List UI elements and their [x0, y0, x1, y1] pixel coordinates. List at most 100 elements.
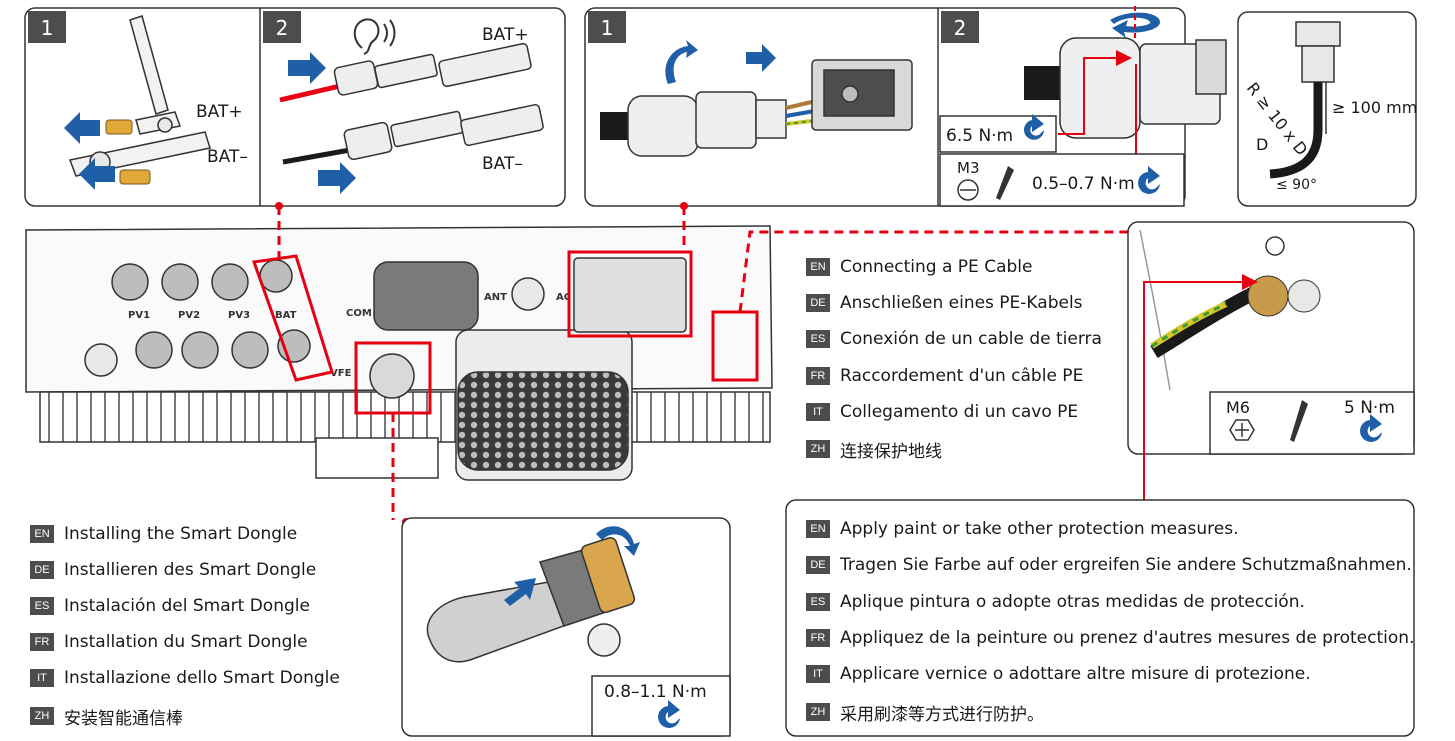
- title-text: Installazione dello Smart Dongle: [64, 668, 340, 688]
- title-text: Collegamento di un cavo PE: [840, 402, 1079, 422]
- ant-label: ANT: [484, 292, 507, 303]
- pe-cable-panel: 1 2 6.5 N·m: [584, 6, 1227, 207]
- bat-plus-connector: [333, 42, 532, 96]
- list-item: DE Anschließen eines PE-Kabels: [806, 290, 1083, 316]
- note-text: 采用刷漆等方式进行防护。: [840, 704, 1044, 725]
- title-text: Installing the Smart Dongle: [64, 524, 298, 544]
- red-cable: [279, 83, 341, 103]
- dongle-torque-label: 0.8–1.1 N·m: [604, 682, 707, 702]
- dongle-panel: 0.8–1.1 N·m: [401, 517, 731, 737]
- lang-code: DE: [806, 294, 830, 312]
- lang-code: DE: [806, 556, 830, 574]
- screwdriver-icon: [996, 166, 1014, 200]
- note-text: Appliquez de la peinture ou prenez d'aut…: [840, 628, 1415, 648]
- lang-code: ES: [30, 597, 54, 615]
- arrow-left-icon: [79, 158, 115, 190]
- title-text: 安装智能通信棒: [64, 708, 183, 729]
- rotate-arrow-icon: [665, 40, 698, 84]
- clockwise-arrow-icon: [658, 700, 680, 728]
- step-number: 1: [601, 16, 614, 40]
- bat-plus-label: BAT+: [482, 25, 529, 45]
- connector-pin-gold: [105, 119, 133, 135]
- note-text: Apply paint or take other protection mea…: [840, 519, 1239, 539]
- pv2-label: PV2: [178, 310, 200, 321]
- bat-minus-label: BAT–: [482, 154, 523, 174]
- protection-notes-panel: [785, 499, 1415, 737]
- bat-label: BAT: [275, 310, 297, 321]
- callout-line: [1143, 274, 1258, 500]
- list-item: IT Installazione dello Smart Dongle: [30, 665, 340, 691]
- arrow-right-icon: [746, 44, 776, 72]
- title-text: Anschließen eines PE-Kabels: [840, 293, 1083, 313]
- ground-bolt-panel: M6 5 N·m: [1127, 221, 1415, 500]
- title-text: Conexión de un cable de tierra: [840, 329, 1102, 349]
- screw-size-label: M3: [957, 159, 980, 177]
- ground-bolt-head: [1287, 279, 1321, 313]
- dongle-port: [369, 353, 415, 399]
- note-text: Aplique pintura o adopte otras medidas d…: [840, 592, 1305, 612]
- list-item: FR Installation du Smart Dongle: [30, 629, 308, 655]
- step-badge-1: [28, 11, 66, 43]
- lock-nut: [587, 623, 621, 657]
- phillips-bolt-icon: [1229, 419, 1255, 441]
- fan-grille: [457, 371, 629, 471]
- step-number: 2: [954, 16, 967, 40]
- bat-minus-label: BAT–: [207, 147, 248, 167]
- clockwise-arrow-icon: [1138, 166, 1160, 194]
- title-text: Installieren des Smart Dongle: [64, 560, 317, 580]
- clockwise-arrow-icon: [1360, 414, 1382, 442]
- lang-code: ES: [806, 593, 830, 611]
- lang-code: DE: [30, 561, 54, 579]
- title-text: 连接保护地线: [840, 441, 942, 462]
- lang-code: EN: [30, 525, 54, 543]
- lang-code: ES: [806, 330, 830, 348]
- bend-length-label: ≥ 100 mm: [1332, 98, 1417, 117]
- bat-port-highlight: [251, 254, 334, 382]
- screwdriver-icon: [1290, 400, 1308, 442]
- pe-point-highlight: [711, 310, 759, 382]
- black-cable: [282, 147, 351, 165]
- title-text: Installation du Smart Dongle: [64, 632, 308, 652]
- ear-click-icon: [353, 18, 396, 55]
- lang-code: ZH: [30, 707, 54, 725]
- lang-code: IT: [806, 665, 830, 683]
- ac-label: AC: [556, 292, 571, 303]
- com-port: [373, 261, 479, 331]
- arrow-up-right-icon: [504, 578, 536, 606]
- dashed-leader-lines: [277, 206, 1132, 520]
- torque-box-dongle: [591, 675, 731, 737]
- connector-pin-gold: [119, 169, 151, 185]
- title-text: Instalación del Smart Dongle: [64, 596, 310, 616]
- inverter-body: [25, 225, 773, 481]
- list-item: ES Instalación del Smart Dongle: [30, 593, 310, 619]
- pv-ports: [111, 263, 269, 369]
- nut-torque-label: 6.5 N·m: [946, 126, 1013, 146]
- bend-angle-label: ≤ 90°: [1276, 177, 1317, 193]
- list-item: DE Tragen Sie Farbe auf oder ergreifen Si…: [806, 552, 1412, 578]
- callout-line: [1058, 50, 1132, 135]
- step-number: 1: [41, 16, 54, 40]
- list-item: ES Aplique pintura o adopte otras medidas…: [806, 589, 1305, 615]
- step-badge-2: [941, 11, 979, 43]
- lang-code: IT: [30, 669, 54, 687]
- step-number: 2: [276, 16, 289, 40]
- cable-gland: [627, 91, 787, 157]
- arrow-right-icon: [288, 52, 326, 84]
- screw-torque-label: 0.5–0.7 N·m: [1032, 174, 1135, 194]
- title-text: Raccordement d'un câble PE: [840, 366, 1084, 386]
- lang-code: FR: [30, 633, 54, 651]
- bend-radius-panel: R ≥ 10 x D ≥ 100 mm D ≤ 90°: [1237, 11, 1417, 207]
- bent-cable: [1269, 82, 1323, 179]
- note-text: Tragen Sie Farbe auf oder ergreifen Sie …: [840, 555, 1412, 575]
- com-label: COM: [346, 308, 372, 319]
- step-badge-1: [588, 11, 626, 43]
- list-item: ES Conexión de un cable de tierra: [806, 326, 1102, 352]
- lang-code: FR: [806, 629, 830, 647]
- rotate-arrow-icon: [1110, 12, 1160, 38]
